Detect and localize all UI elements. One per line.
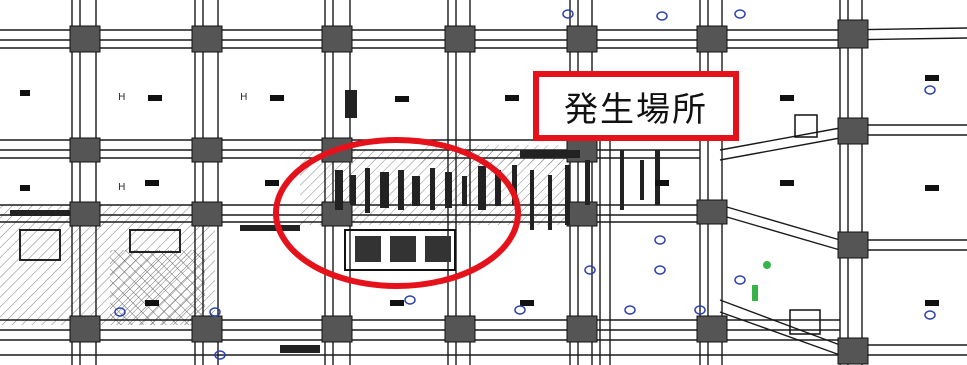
crosshatched-zone	[110, 250, 205, 325]
diagonal-beams	[719, 127, 841, 356]
grid-label: H	[118, 92, 126, 103]
green-markers	[752, 261, 771, 301]
incident-location-text: 発生場所	[564, 89, 708, 130]
dash-marks	[20, 75, 939, 306]
incident-location-label: 発生場所	[533, 71, 739, 141]
grid-label: H	[240, 92, 248, 103]
detail-clusters	[10, 90, 821, 353]
column-heads	[69, 19, 869, 365]
grid-labels: H H H	[118, 92, 248, 193]
blue-markers	[114, 9, 936, 360]
grid-label: H	[118, 182, 126, 193]
incident-highlight-ellipse	[273, 137, 521, 289]
